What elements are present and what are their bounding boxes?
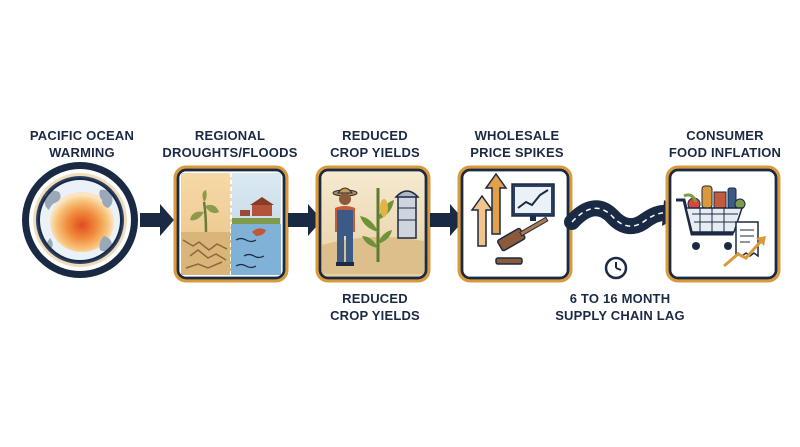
stage-2-label: REGIONAL DROUGHTS/FLOODS: [160, 127, 300, 161]
farmer-crop-icon: [315, 165, 431, 283]
secondary-crop-label: REDUCED CROP YIELDS: [310, 290, 440, 324]
flow-arrow-2: [288, 204, 322, 236]
stage-4-label-line2: PRICE SPIKES: [470, 145, 564, 160]
stage-1-label-line2: WARMING: [49, 145, 115, 160]
stage-5-label: CONSUMER FOOD INFLATION: [660, 127, 790, 161]
stage-2-label-line1: REGIONAL: [194, 128, 266, 143]
clock-icon: [604, 256, 628, 280]
ocean-globe-icon: [22, 162, 138, 278]
lag-label: 6 TO 16 MONTH SUPPLY CHAIN LAG: [545, 290, 695, 324]
stage-2-label-line2: DROUGHTS/FLOODS: [162, 145, 298, 160]
lag-label-line2: SUPPLY CHAIN LAG: [555, 308, 685, 323]
flow-arrow-3: [430, 204, 464, 236]
stage-3-label: REDUCED CROP YIELDS: [310, 127, 440, 161]
grocery-cart-icon: [665, 165, 781, 283]
stage-5-label-line2: FOOD INFLATION: [668, 145, 782, 160]
stage-1-label: PACIFIC OCEAN WARMING: [22, 127, 142, 161]
lag-label-line1: 6 TO 16 MONTH: [569, 291, 671, 306]
secondary-crop-label-line2: CROP YIELDS: [330, 308, 420, 323]
stage-4-label: WHOLESALE PRICE SPIKES: [452, 127, 582, 161]
flow-arrow-1: [140, 204, 174, 236]
secondary-crop-label-line1: REDUCED: [342, 291, 408, 306]
gavel-price-icon: [457, 165, 573, 283]
drought-flood-icon: [173, 165, 289, 283]
stage-1-label-line1: PACIFIC OCEAN: [29, 128, 135, 143]
stage-4-label-line1: WHOLESALE: [474, 128, 560, 143]
stage-5-label-line1: CONSUMER: [686, 128, 764, 143]
stage-3-label-line2: CROP YIELDS: [330, 145, 420, 160]
stage-3-label-line1: REDUCED: [342, 128, 408, 143]
